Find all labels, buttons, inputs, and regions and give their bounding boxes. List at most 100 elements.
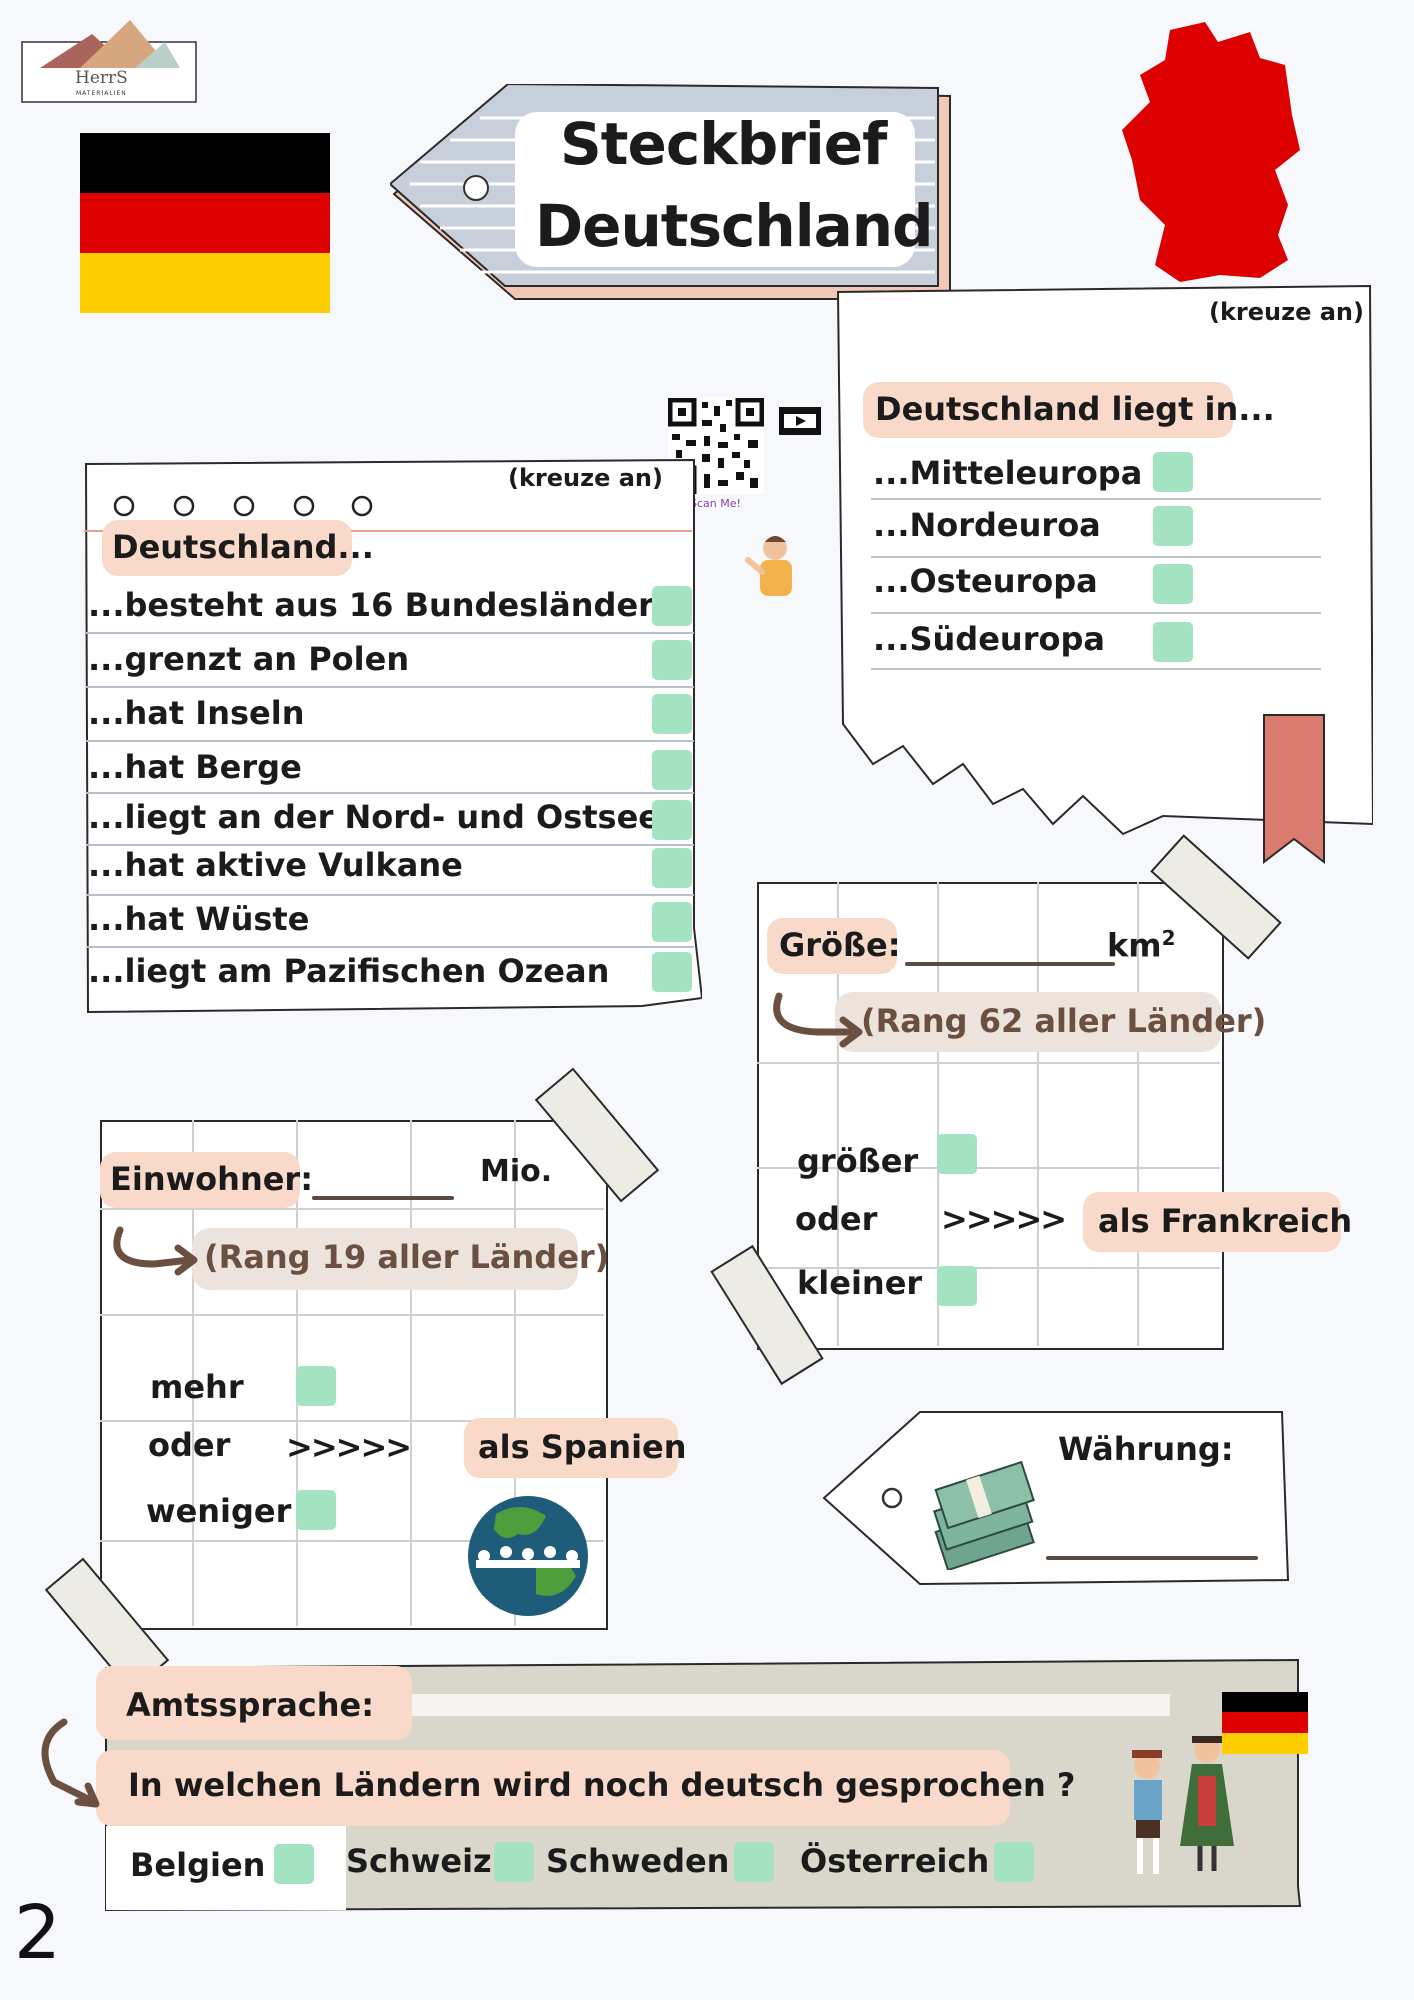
country-checkbox[interactable] — [994, 1842, 1034, 1882]
title-line-2: Deutschland — [535, 192, 934, 260]
row-line — [86, 686, 694, 688]
germany-flag — [80, 133, 330, 313]
country-label: Schweden — [546, 1842, 730, 1880]
deutschland-item: ...liegt am Pazifischen Ozean — [88, 952, 610, 990]
title-signpost: Steckbrief Deutschland — [390, 84, 955, 468]
row-line — [871, 498, 1321, 500]
lage-hint: (kreuze an) — [1209, 298, 1364, 326]
country-label: Schweiz — [346, 1842, 492, 1880]
country-label: Belgien — [130, 1846, 266, 1884]
deutschland-hint: (kreuze an) — [508, 464, 663, 492]
bookmark-ribbon — [1263, 714, 1325, 865]
einwohner-compare: als Spanien — [478, 1428, 687, 1466]
grid-line — [100, 1420, 604, 1422]
row-line — [871, 556, 1321, 558]
lage-checkbox[interactable] — [1153, 506, 1193, 546]
flag-stripe-gold — [80, 253, 330, 313]
deutschland-item: ...liegt an der Nord- und Ostsee — [88, 798, 660, 836]
einwohner-answer-line[interactable] — [312, 1196, 454, 1200]
country-checkbox[interactable] — [274, 1844, 314, 1884]
einwohner-option: weniger — [146, 1492, 292, 1530]
groesse-option: größer — [797, 1142, 919, 1180]
logo: HerrS MATERIALIEN — [20, 20, 198, 104]
deutschland-checkbox[interactable] — [652, 694, 692, 734]
groesse-label-pill — [767, 918, 897, 974]
groesse-checkbox[interactable] — [937, 1134, 977, 1174]
einwohner-label-pill — [100, 1152, 300, 1208]
grid-line — [757, 1062, 1220, 1064]
page-number: 2 — [14, 1890, 62, 1976]
groesse-checkbox[interactable] — [937, 1266, 977, 1306]
einwohner-option: oder — [148, 1426, 231, 1464]
grid-line — [192, 1120, 194, 1626]
bookmark-icon — [1263, 714, 1325, 865]
groesse-option: oder — [795, 1200, 878, 1238]
deutschland-checkbox[interactable] — [652, 848, 692, 888]
lage-item-label: ...Mitteleuropa — [873, 454, 1143, 492]
grid-line — [1037, 882, 1039, 1346]
lage-item-label: ...Nordeuroa — [873, 506, 1101, 544]
lage-checkbox[interactable] — [1153, 622, 1193, 662]
sprache-question: In welchen Ländern wird noch deutsch ges… — [128, 1766, 1076, 1804]
deutschland-checkbox[interactable] — [652, 586, 692, 626]
flag-stripe-red — [80, 193, 330, 253]
deutschland-checkbox[interactable] — [652, 902, 692, 942]
row-line — [86, 844, 694, 846]
card-lage: (kreuze an) Deutschland liegt in... ...M… — [833, 284, 1373, 865]
curved-arrow-icon — [113, 1226, 198, 1276]
grid-line — [100, 1540, 604, 1542]
groesse-compare-pill — [1083, 1192, 1341, 1252]
card-waehrung: Währung: — [820, 1410, 1290, 1590]
groesse-unit-text: km — [1107, 926, 1162, 965]
deutschland-checkbox[interactable] — [652, 640, 692, 680]
einwohner-rank: (Rang 19 aller Länder) — [204, 1238, 610, 1276]
germany-map — [1110, 20, 1310, 300]
lage-checkbox[interactable] — [1153, 452, 1193, 492]
mountains-icon — [21, 20, 197, 103]
card-einwohner: Einwohner: Mio. (Rang 19 aller Länder) m… — [100, 1120, 687, 1630]
deutschland-item: ...hat aktive Vulkane — [88, 846, 463, 884]
deutschland-item: ...grenzt an Polen — [88, 640, 410, 678]
money-stack-icon — [918, 1460, 1058, 1572]
grid-line — [937, 882, 939, 1346]
grid-line — [100, 1314, 604, 1316]
flag-stripe-gold — [1222, 1733, 1308, 1754]
einwohner-checkbox[interactable] — [296, 1366, 336, 1406]
flag-stripe-black — [80, 133, 330, 193]
country-checkbox[interactable] — [494, 1842, 534, 1882]
country-label: Österreich — [800, 1842, 990, 1880]
ring-holes-icon — [113, 495, 373, 517]
logo-sub: MATERIALIEN — [76, 90, 127, 97]
country-checkbox[interactable] — [734, 1842, 774, 1882]
grid-line — [410, 1120, 412, 1626]
waehrung-answer-line[interactable] — [1046, 1556, 1258, 1560]
margin-line — [84, 530, 692, 532]
einwohner-label: Einwohner: — [110, 1160, 313, 1198]
lage-heading-pill — [863, 382, 1233, 438]
deutschland-checkbox[interactable] — [652, 952, 692, 992]
deutschland-checkbox[interactable] — [652, 800, 692, 840]
deutschland-item: ...hat Inseln — [88, 694, 305, 732]
lage-item-label: ...Südeuropa — [873, 620, 1105, 658]
groesse-chevrons: >>>>> — [941, 1200, 1067, 1238]
logo-name: HerrS — [75, 68, 128, 88]
groesse-label: Größe: — [779, 926, 901, 964]
groesse-unit-sup: 2 — [1161, 926, 1176, 950]
lage-checkbox[interactable] — [1153, 564, 1193, 604]
einwohner-rank-pill — [192, 1228, 578, 1290]
video-icon — [778, 406, 822, 436]
deutschland-checkbox[interactable] — [652, 750, 692, 790]
groesse-answer-line[interactable] — [905, 962, 1115, 966]
row-line — [86, 894, 694, 896]
einwohner-checkbox[interactable] — [296, 1490, 336, 1530]
grid-line — [757, 1267, 1220, 1269]
waehrung-label: Währung: — [1058, 1430, 1234, 1468]
sprache-label: Amtssprache: — [126, 1686, 375, 1724]
groesse-option: kleiner — [797, 1264, 923, 1302]
row-line — [86, 632, 694, 634]
sprache-label-pill — [96, 1666, 412, 1740]
grid-line — [100, 1208, 604, 1210]
row-line — [86, 740, 694, 742]
einwohner-compare-pill — [464, 1418, 678, 1478]
einwohner-option: mehr — [150, 1368, 244, 1406]
